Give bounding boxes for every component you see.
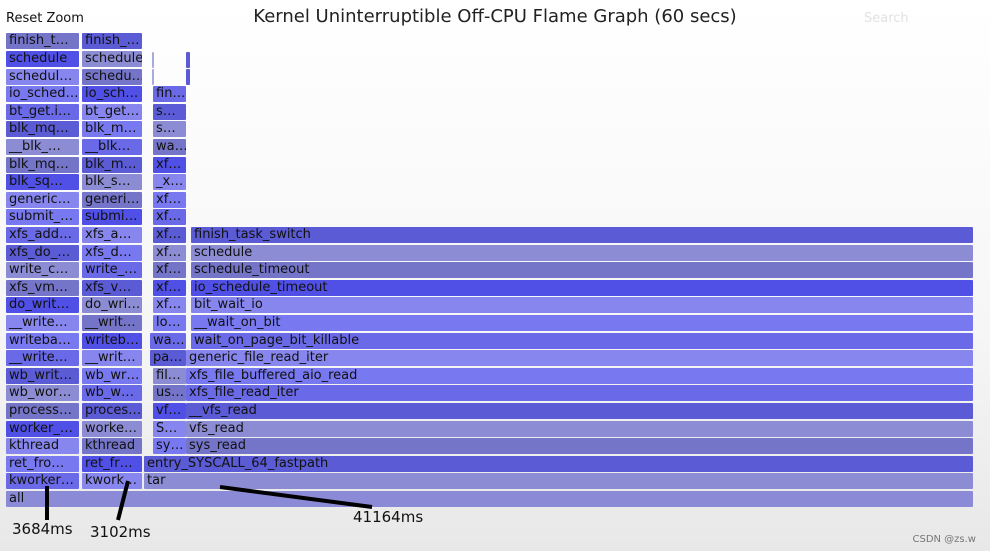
frame-sliver[interactable] — [152, 52, 154, 68]
page-title: Kernel Uninterruptible Off-CPU Flame Gra… — [253, 6, 737, 27]
annotation-3102ms: 3102ms — [90, 523, 151, 541]
search-button[interactable]: Search — [864, 11, 909, 26]
frame-sliver[interactable] — [186, 69, 190, 85]
annotation-3684ms: 3684ms — [12, 520, 73, 538]
annotation-41164ms: 41164ms — [353, 508, 424, 526]
frame-sliver[interactable] — [152, 69, 154, 85]
annotation-stroke-1 — [45, 486, 49, 520]
annotation-stroke-3 — [219, 485, 373, 509]
frame-sliver[interactable] — [186, 52, 190, 68]
reset-zoom-button[interactable]: Reset Zoom — [6, 11, 84, 26]
watermark: CSDN @zs.w — [912, 534, 976, 545]
annotation-stroke-2 — [116, 480, 130, 521]
